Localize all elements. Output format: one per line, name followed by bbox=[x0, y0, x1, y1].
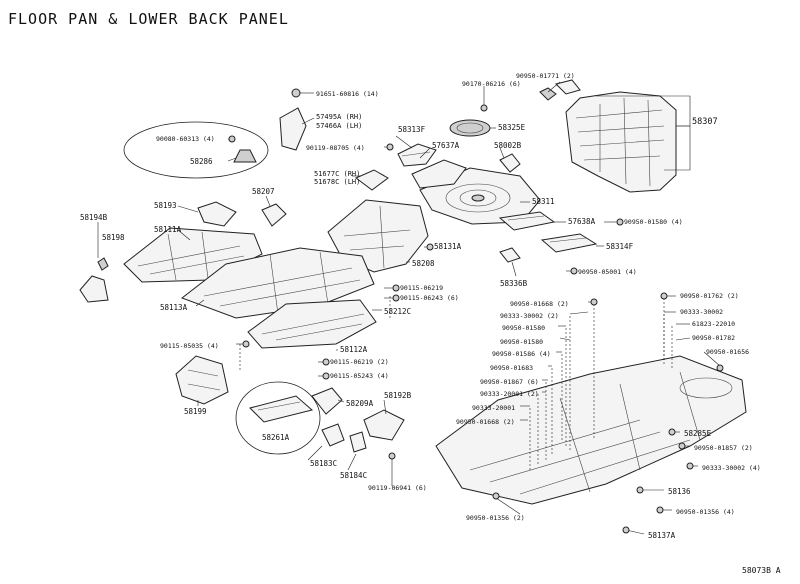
label-58192B: 58192B bbox=[384, 391, 412, 400]
label-58336B: 58336B bbox=[500, 279, 528, 288]
part-58209A[interactable] bbox=[311, 387, 343, 415]
label-90119-08705: 90119-08705 (4) bbox=[306, 144, 365, 152]
diagram-title: FLOOR PAN & LOWER BACK PANEL bbox=[8, 10, 289, 28]
label-58002B: 58002B bbox=[494, 141, 522, 150]
label-90115-06219-a: 90115-06219 bbox=[400, 284, 443, 292]
part-58314F[interactable] bbox=[540, 233, 598, 253]
label-90950-01580-b: 90950-01580 bbox=[500, 338, 543, 346]
part-58192B[interactable] bbox=[363, 409, 405, 441]
label-90115-06243: 90115-06243 (6) bbox=[400, 294, 459, 302]
label-90950-01580-a: 90950-01580 bbox=[502, 324, 545, 332]
label-58193: 58193 bbox=[154, 201, 177, 210]
label-90115-06219-b: 90115-06219 (2) bbox=[330, 358, 389, 366]
part-58184C[interactable] bbox=[349, 431, 367, 453]
label-90119-06941: 90119-06941 (6) bbox=[368, 484, 427, 492]
label-58313F: 58313F bbox=[398, 125, 426, 134]
part-58286[interactable] bbox=[123, 121, 269, 179]
part-58207[interactable] bbox=[261, 203, 287, 227]
part-58261A[interactable] bbox=[235, 381, 321, 455]
label-57638A: 57638A bbox=[568, 217, 596, 226]
part-labels: 58307 90950-01771 (2) 90170-06216 (6) 91… bbox=[80, 72, 761, 540]
label-58111A: 58111A bbox=[154, 225, 182, 234]
part-58313F-bracket[interactable] bbox=[397, 143, 437, 167]
label-57495A: 57495A (RH) bbox=[316, 113, 362, 121]
label-90950-01668: 90950-01668 (2) bbox=[456, 418, 515, 426]
label-58314F: 58314F bbox=[606, 242, 634, 251]
label-58212C: 58212C bbox=[384, 307, 411, 316]
label-58131A: 58131A bbox=[434, 242, 462, 251]
label-90950-01762: 90950-01762 (2) bbox=[680, 292, 739, 300]
label-90333-20001-2: 90333-20001 (2) bbox=[480, 390, 539, 398]
fastener-drop-lines bbox=[239, 296, 673, 470]
label-90170-06216: 90170-06216 (6) bbox=[462, 80, 521, 88]
label-90333-30002-4: 90333-30002 (4) bbox=[702, 464, 761, 472]
label-58184C: 58184C bbox=[340, 471, 367, 480]
label-90950-01656: 90950-01656 bbox=[706, 348, 749, 356]
label-90950-01867-a: 90950-01867 (6) bbox=[480, 378, 539, 386]
label-58261A: 58261A bbox=[262, 433, 290, 442]
label-90333-30002: 90333-30002 bbox=[680, 308, 723, 316]
label-51678C: 51678C (LH) bbox=[314, 178, 360, 186]
label-90333-30002-2: 90333-30002 (2) bbox=[500, 312, 559, 320]
label-58208: 58208 bbox=[412, 259, 435, 268]
label-90950-01771: 90950-01771 (2) bbox=[516, 72, 575, 80]
label-58136: 58136 bbox=[668, 487, 691, 496]
label-58137A: 58137A bbox=[648, 531, 676, 540]
diagram-reference-code: 58073B A bbox=[742, 566, 781, 575]
part-58307-back-panel[interactable] bbox=[539, 79, 677, 193]
label-90333-20001: 90333-20001 bbox=[472, 404, 515, 412]
part-58183C[interactable] bbox=[321, 423, 345, 447]
part-58212C[interactable] bbox=[247, 299, 377, 349]
label-90950-01857: 90950-01857 (2) bbox=[694, 444, 753, 452]
label-58112A: 58112A bbox=[340, 345, 368, 354]
part-floor-assembly[interactable] bbox=[435, 355, 747, 505]
label-91651-60816: 91651-60816 (14) bbox=[316, 90, 379, 98]
label-90115-05243: 90115-05243 (4) bbox=[330, 372, 389, 380]
label-58307: 58307 bbox=[692, 117, 718, 127]
label-61823-22010: 61823-22010 bbox=[692, 320, 735, 328]
label-51677C: 51677C (RH) bbox=[314, 170, 360, 178]
part-51677C-bracket[interactable] bbox=[355, 169, 389, 191]
label-58286: 58286 bbox=[190, 157, 213, 166]
label-58285E: 58285E bbox=[684, 429, 712, 438]
label-58311: 58311 bbox=[532, 197, 555, 206]
label-90115-05035: 90115-05035 (4) bbox=[160, 342, 219, 350]
part-58325E[interactable] bbox=[449, 119, 491, 137]
label-57637A: 57637A bbox=[432, 141, 460, 150]
label-90950-01580-4: 90950-01580 (4) bbox=[624, 218, 683, 226]
label-58183C: 58183C bbox=[310, 459, 337, 468]
label-90080-60313: 90080-60313 (4) bbox=[156, 135, 215, 143]
part-58336B[interactable] bbox=[499, 247, 521, 263]
label-58209A: 58209A bbox=[346, 399, 374, 408]
part-58199[interactable] bbox=[175, 355, 229, 405]
label-58207: 58207 bbox=[252, 187, 275, 196]
part-57495A-reinforcement[interactable] bbox=[279, 88, 307, 151]
part-58113A-center-floor[interactable] bbox=[180, 247, 375, 319]
part-57637A-bracket[interactable] bbox=[411, 159, 467, 189]
label-57466A: 57466A (LH) bbox=[316, 122, 362, 130]
label-90950-01782: 90950-01782 bbox=[692, 334, 735, 342]
part-58194B[interactable] bbox=[79, 257, 109, 303]
label-90950-01668-2a: 90950-01668 (2) bbox=[510, 300, 569, 308]
label-58194B: 58194B bbox=[80, 213, 108, 222]
label-90950-01683: 90950-01683 bbox=[490, 364, 533, 372]
fastener-markers bbox=[228, 104, 724, 534]
part-58002B-bracket[interactable] bbox=[499, 153, 521, 173]
label-90950-01356-2: 90950-01356 (2) bbox=[466, 514, 525, 522]
label-90950-01356-4: 90950-01356 (4) bbox=[676, 508, 735, 516]
label-90950-05001: 90950-05001 (4) bbox=[578, 268, 637, 276]
label-58113A: 58113A bbox=[160, 303, 188, 312]
label-90950-01586: 90950-01586 (4) bbox=[492, 350, 551, 358]
label-58198: 58198 bbox=[102, 233, 125, 242]
label-58325E: 58325E bbox=[498, 123, 526, 132]
part-58193[interactable] bbox=[197, 201, 237, 227]
label-58199: 58199 bbox=[184, 407, 207, 416]
